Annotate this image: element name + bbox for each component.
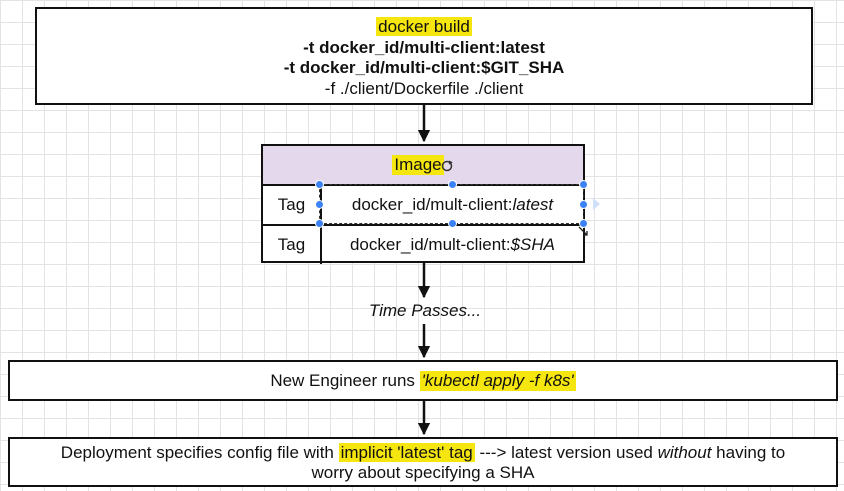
new-engineer-box: New Engineer runs 'kubectl apply -f k8s' bbox=[8, 360, 838, 401]
tag-value-suffix: latest bbox=[512, 195, 554, 214]
deployment-emphasis: without bbox=[657, 443, 712, 462]
deployment-part1: Deployment specifies config file with bbox=[60, 443, 339, 462]
engineer-prefix: New Engineer runs bbox=[270, 370, 420, 390]
implicit-latest-highlight: implicit 'latest' tag bbox=[338, 443, 475, 462]
kubectl-command: 'kubectl apply -f k8s' bbox=[419, 370, 576, 391]
docker-build-title: docker build bbox=[376, 17, 472, 36]
deployment-line-2: worry about specifying a SHA bbox=[311, 463, 535, 482]
connector-arrow-icon[interactable] bbox=[592, 197, 602, 211]
tag-latest-line: -t docker_id/multi-client:latest bbox=[303, 37, 545, 57]
deployment-line-1: Deployment specifies config file with im… bbox=[10, 443, 836, 463]
resize-cursor-icon bbox=[578, 226, 588, 236]
cursor-refresh-icon bbox=[441, 160, 453, 172]
tag-label: Tag bbox=[263, 186, 322, 224]
deployment-part2: ---> latest version used bbox=[474, 443, 658, 462]
tag-value[interactable]: docker_id/mult-client:$SHA bbox=[322, 226, 583, 264]
table-row[interactable]: Tag docker_id/mult-client:latest bbox=[263, 186, 583, 226]
tag-value-prefix: docker_id/mult-client: bbox=[351, 195, 513, 214]
tag-label: Tag bbox=[263, 226, 322, 264]
image-header: Image bbox=[263, 146, 583, 186]
image-table: Image Tag docker_id/mult-client:latest T… bbox=[261, 144, 585, 264]
tag-value-prefix: docker_id/mult-client: bbox=[349, 235, 511, 254]
image-header-label: Image bbox=[392, 155, 444, 175]
time-passes-label: Time Passes... bbox=[368, 301, 482, 320]
tag-sha-line: -t docker_id/multi-client:$GIT_SHA bbox=[283, 58, 565, 77]
docker-build-box: docker build -t docker_id/multi-client:l… bbox=[35, 7, 813, 105]
dockerfile-line: -f ./client/Dockerfile ./client bbox=[324, 78, 524, 98]
table-row[interactable]: Tag docker_id/mult-client:$SHA bbox=[263, 226, 583, 264]
tag-value[interactable]: docker_id/mult-client:latest bbox=[322, 186, 583, 224]
deployment-box: Deployment specifies config file with im… bbox=[8, 437, 838, 487]
tag-value-suffix: $SHA bbox=[510, 235, 556, 254]
deployment-part3: having to bbox=[711, 443, 786, 462]
